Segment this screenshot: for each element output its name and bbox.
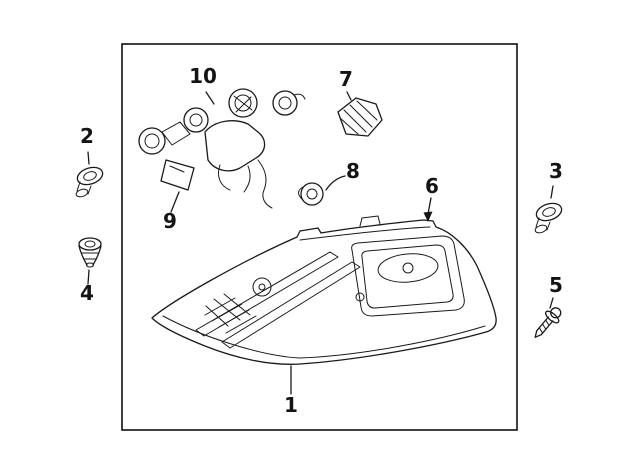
leader-7 (346, 91, 352, 101)
callout-2-label: 2 (80, 124, 94, 148)
callout-10-label: 10 (189, 64, 217, 88)
callout-6-label: 6 (425, 174, 439, 198)
callout-leader-lines (87, 91, 554, 395)
part-5-screw-icon (534, 307, 562, 338)
leader-9 (170, 191, 180, 213)
leader-10 (205, 91, 215, 105)
callout-4-label: 4 (80, 281, 94, 305)
callout-7-label: 7 (339, 67, 353, 91)
lens-hatch-pattern (204, 293, 257, 334)
leader-4 (87, 269, 90, 285)
callout-8-label: 8 (346, 159, 360, 183)
leader-8 (325, 175, 346, 191)
part-8-bulb-icon (298, 182, 324, 206)
part-4-push-clip-icon (78, 237, 102, 268)
callout-1-label: 1 (284, 393, 298, 417)
part-3-grommet-nut-icon (534, 202, 563, 234)
part-2-grommet-nut-icon (75, 166, 104, 198)
diagram-border (121, 43, 518, 431)
callout-9-label: 9 (163, 209, 177, 233)
leader-6-arrowhead (423, 211, 433, 222)
leader-6 (427, 197, 432, 215)
leader-2 (87, 151, 90, 165)
part-7-socket-cover-icon (337, 97, 383, 137)
leader-5 (549, 297, 554, 309)
leader-3 (550, 185, 554, 199)
part-9-wedge-icon (160, 159, 195, 191)
callout-5-label: 5 (549, 273, 563, 297)
part-1-tail-lamp-assembly (151, 215, 497, 365)
part-10-socket-harness (138, 88, 306, 209)
callout-3-label: 3 (549, 159, 563, 183)
